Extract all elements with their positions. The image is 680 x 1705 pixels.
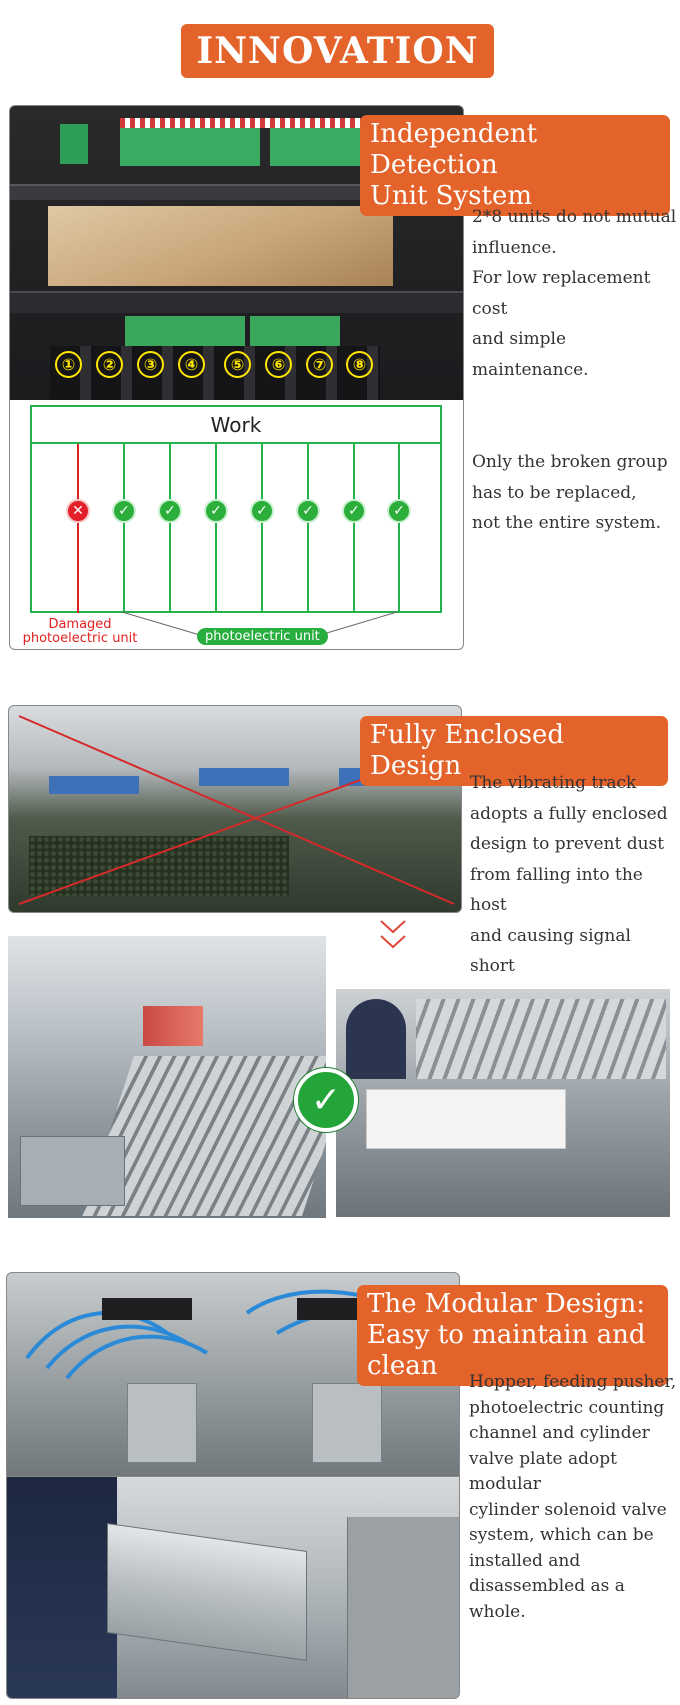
desc-line: channel and cylinder [469,1423,650,1443]
steel-module [107,1522,307,1662]
red-light [143,1006,203,1046]
desc-line: The vibrating track [470,773,637,793]
desc-line: and simple maintenance. [472,329,589,380]
unit-diagram [9,400,464,650]
granules [29,836,289,896]
heading-line: Fully Enclosed Design [370,720,564,781]
desc-line: adopts a fully enclosed [470,803,668,824]
desc-line: has to be replaced, [472,482,637,503]
heading-line: Independent Detection [370,119,538,180]
unit-number-7: ⑦ [306,351,333,378]
section-heading-enclosed: Fully Enclosed Design [360,716,668,786]
section-heading-detection: Independent Detection Unit System [360,115,670,216]
unit-line [261,444,263,613]
inner-panel [48,206,393,286]
terminal-block [125,316,245,346]
unit-line [398,444,400,613]
detection-description: 2*8 units do not mutual influence. For l… [472,202,677,385]
heading-line: The Modular Design: [367,1289,645,1319]
damaged-label-line: Damaged [48,617,112,632]
check-icon: ✓ [296,499,320,523]
unit-number-2: ② [96,351,123,378]
unit-number-1: ① [55,351,82,378]
terminal-block [270,128,370,166]
check-icon: ✓ [204,499,228,523]
unit-line [353,444,355,613]
desc-line: Only the broken group [472,452,668,472]
hopper [127,1383,197,1463]
desc-line: photoelectric counting [469,1397,665,1418]
blue-tray [49,776,139,794]
desc-line: disassembled as a whole. [469,1576,625,1622]
desc-line: installed and [469,1550,581,1571]
desc-line: For low replacement cost [472,268,651,319]
desc-line: and causing signal short [470,925,631,977]
desc-line: 2*8 units do not mutual [472,207,677,227]
check-icon: ✓ [387,499,411,523]
check-icon: ✓ [112,499,136,523]
damaged-label-line: photoelectric unit [22,631,138,646]
check-icon: ✓ [342,499,366,523]
unit-number-8: ⑧ [346,351,373,378]
base-plate [20,1136,125,1206]
check-icon: ✓ [158,499,182,523]
wire-bundle [120,118,370,128]
work-frame: Work ✕ ✓ ✓ ✓ ✓ ✓ ✓ ✓ [30,405,442,613]
unit-number-4: ④ [178,351,205,378]
desc-line: design to prevent dust [470,834,665,854]
unit-line [123,444,125,613]
enclosed-cover-photo [336,989,670,1217]
desc-line: system, which can be [469,1525,654,1545]
damaged-line [77,444,79,613]
enclosed-description: The vibrating track adopts a fully enclo… [470,768,680,1012]
terminal-block [120,128,260,166]
desc-line: Hopper, feeding pusher, [469,1372,677,1392]
unit-number-3: ③ [137,351,164,378]
replacement-description: Only the broken group has to be replaced… [472,447,677,539]
operator-hand [346,999,406,1079]
damaged-x-icon: ✕ [66,499,90,523]
work-header: Work [32,407,440,444]
unit-number-5: ⑤ [224,351,251,378]
metal-bracket [10,291,463,313]
hopper [312,1383,382,1463]
unit-line [169,444,171,613]
desc-line: influence. [472,237,557,258]
desc-line: cylinder solenoid valve [469,1499,667,1520]
page-title: INNOVATION [181,24,494,78]
unit-number-6: ⑥ [265,351,292,378]
unit-line [215,444,217,613]
heading-line: Easy to maintain and clean [367,1320,646,1381]
check-icon: ✓ [250,499,274,523]
terminal-block [250,316,340,346]
desc-line: valve plate adopt modular [469,1448,617,1495]
steel-track [416,999,666,1079]
unit-connector-lines [121,611,398,636]
machine-frame [347,1517,459,1698]
damaged-unit-label: Damaged photoelectric unit [20,618,140,646]
modular-description: Hopper, feeding pusher, photoelectric co… [469,1370,679,1625]
desc-line: not the entire system. [472,513,662,533]
section-heading-modular: The Modular Design: Easy to maintain and… [357,1285,668,1386]
white-cover [366,1089,566,1149]
heading-line: Unit System [370,181,533,211]
terminal-block [60,124,88,164]
photoelectric-unit-label: photoelectric unit [197,628,328,645]
check-circle-icon: ✓ [294,1068,358,1132]
chevron-down-icon [380,920,406,949]
solenoid-valve-bank [102,1298,192,1320]
factory-floor-photo [8,936,326,1218]
blue-tray [199,768,289,786]
desc-line: from falling into the host [470,864,643,916]
metal-bracket [10,184,463,200]
operator [7,1477,117,1698]
unit-line [307,444,309,613]
module-removal-photo [6,1477,460,1699]
